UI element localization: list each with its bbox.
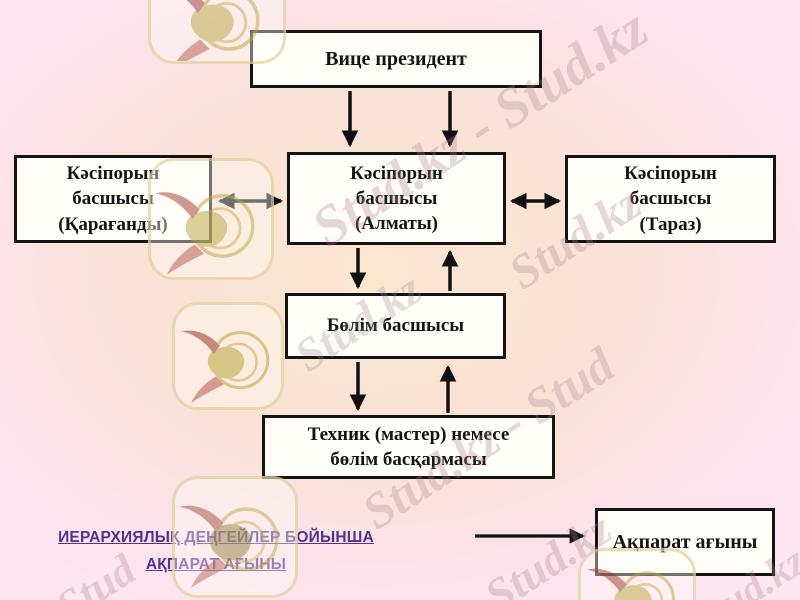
legend-information-flow-box: Ақпарат ағыны (595, 508, 775, 576)
node-enterprise-head-taraz: Кәсіпорын басшысы (Тараз) (565, 155, 776, 243)
node-department-head: Бөлім басшысы (285, 293, 506, 359)
node-vice-president: Вице президент (250, 30, 542, 88)
node-enterprise-head-karaganda: Кәсіпорын басшысы (Қарағанды) (14, 155, 212, 243)
node-technician: Техник (мастер) немесе бөлім басқармасы (262, 415, 555, 479)
caption-hierarchy-flow: ИЕРАРХИЯЛЫҚ ДЕҢГЕЙЛЕР БОЙЫНША АҚПАРАТ АҒ… (58, 529, 374, 574)
node-enterprise-head-almaty: Кәсіпорын басшысы (Алматы) (287, 152, 506, 245)
